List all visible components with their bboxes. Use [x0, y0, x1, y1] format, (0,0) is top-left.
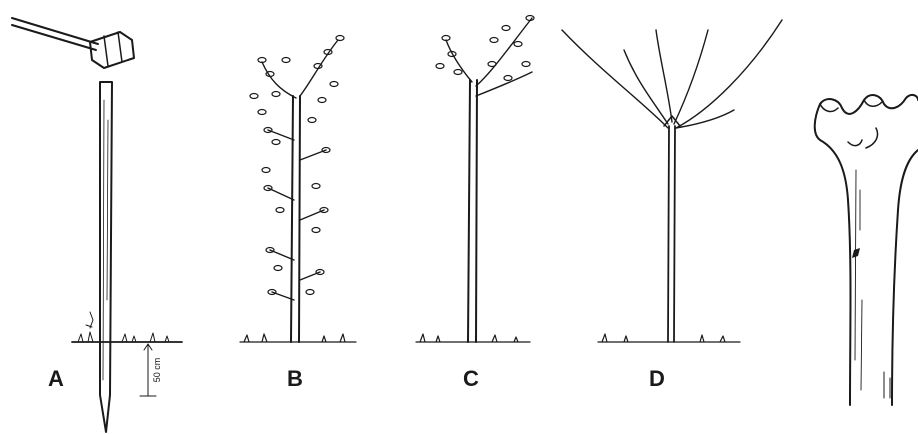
depth-marker: 50 cm [140, 344, 162, 396]
panel-label-d: D [649, 366, 665, 391]
ground-line-d [598, 334, 740, 342]
tree-b [250, 36, 344, 343]
panel-b: B [240, 36, 356, 392]
panel-d: D [562, 20, 782, 391]
panel-label-c: C [463, 366, 479, 391]
panel-c: C [416, 16, 534, 392]
depth-annotation: 50 cm [152, 358, 162, 383]
tree-d [562, 20, 782, 342]
panel-label-a: A [48, 366, 64, 391]
panel-e [815, 95, 918, 405]
panel-label-b: B [287, 366, 303, 391]
ground-line-b [240, 334, 356, 342]
ground-line-c [416, 334, 530, 342]
panel-a: 50 cm A [12, 18, 182, 432]
pollard-trunk [815, 95, 918, 405]
stake [100, 82, 112, 432]
sledgehammer-icon [12, 18, 134, 68]
tree-c [436, 16, 534, 343]
ground-line-a [72, 312, 182, 342]
